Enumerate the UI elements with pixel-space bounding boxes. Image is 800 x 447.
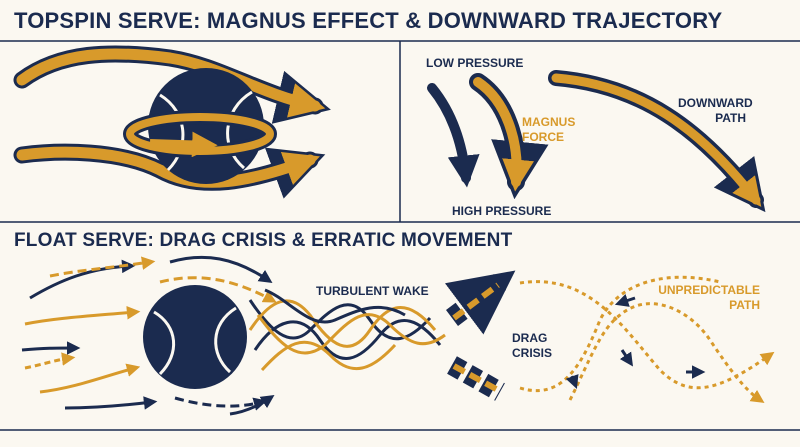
float-ball [143, 285, 247, 389]
topspin-airflow-bottom-arrow [13, 143, 326, 199]
turbulent-wake-label: TURBULENT WAKE [316, 284, 429, 298]
low-to-high-pressure-arrow [427, 83, 480, 188]
erratic-path-lines [519, 275, 775, 403]
magnus-force-arrow [469, 73, 549, 200]
drag-crisis-burst [444, 270, 516, 401]
magnus-force-label: MAGNUS FORCE [522, 115, 576, 144]
float-section-title: FLOAT SERVE: DRAG CRISIS & ERRATIC MOVEM… [14, 230, 513, 251]
high-pressure-label: HIGH PRESSURE [452, 204, 552, 218]
downward-path-arrow [548, 70, 766, 213]
unpredictable-path-label: UNPREDICTABLE PATH [658, 283, 760, 312]
section-dividers [0, 40, 800, 431]
topspin-airflow-top-arrow [13, 45, 331, 124]
incoming-airflow-lines [21, 255, 277, 416]
topspin-section-title: TOPSPIN SERVE: MAGNUS EFFECT & DOWNWARD … [14, 8, 723, 33]
drag-crisis-label: DRAG CRISIS [512, 331, 553, 360]
spin-rotation-arrow [123, 110, 277, 158]
low-pressure-label: LOW PRESSURE [426, 56, 524, 70]
downward-path-label: DOWNWARD PATH [678, 96, 753, 125]
turbulent-wake-lines [248, 288, 446, 372]
